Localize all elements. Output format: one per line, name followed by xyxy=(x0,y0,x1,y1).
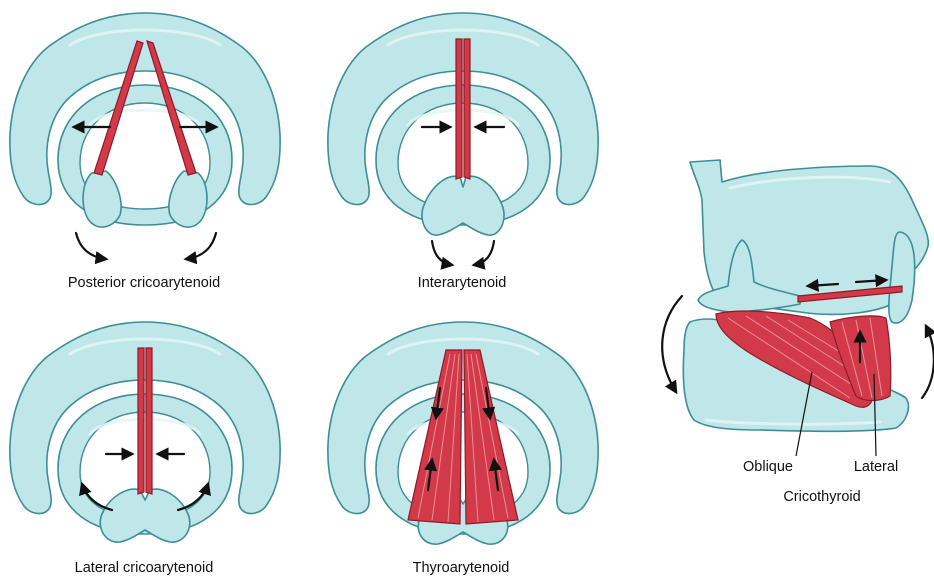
panel-interarytenoid xyxy=(328,13,598,265)
vocal-fold-left xyxy=(138,348,144,494)
label-oblique: Oblique xyxy=(743,460,793,475)
label-interarytenoid: Interarytenoid xyxy=(418,276,507,291)
label-cricothyroid: Cricothyroid xyxy=(783,490,860,505)
panel-lateral-cricoarytenoid xyxy=(10,322,280,542)
vocal-fold-left xyxy=(456,39,462,179)
rotation-arrow-left xyxy=(76,233,106,259)
panel-cricothyroid-side-view xyxy=(662,160,934,456)
vocal-fold-right xyxy=(464,39,470,179)
rotation-arrow-left xyxy=(432,241,452,265)
rotation-arrow-right xyxy=(474,241,494,265)
rotation-arrow-left xyxy=(662,296,682,392)
label-lateral: Lateral xyxy=(854,460,898,475)
label-thyroarytenoid: Thyroarytenoid xyxy=(413,561,510,576)
panel-thyroarytenoid xyxy=(328,322,598,544)
larynx-cartilage xyxy=(10,13,280,225)
vocal-fold-right xyxy=(146,348,152,494)
panel-posterior-cricoarytenoid xyxy=(10,13,280,259)
rotation-arrow-right xyxy=(922,326,934,398)
label-posterior-cricoarytenoid: Posterior cricoarytenoid xyxy=(68,276,220,291)
label-lateral-cricoarytenoid: Lateral cricoarytenoid xyxy=(75,561,214,576)
larynx-cartilage xyxy=(328,322,598,534)
rotation-arrow-right xyxy=(186,233,216,259)
